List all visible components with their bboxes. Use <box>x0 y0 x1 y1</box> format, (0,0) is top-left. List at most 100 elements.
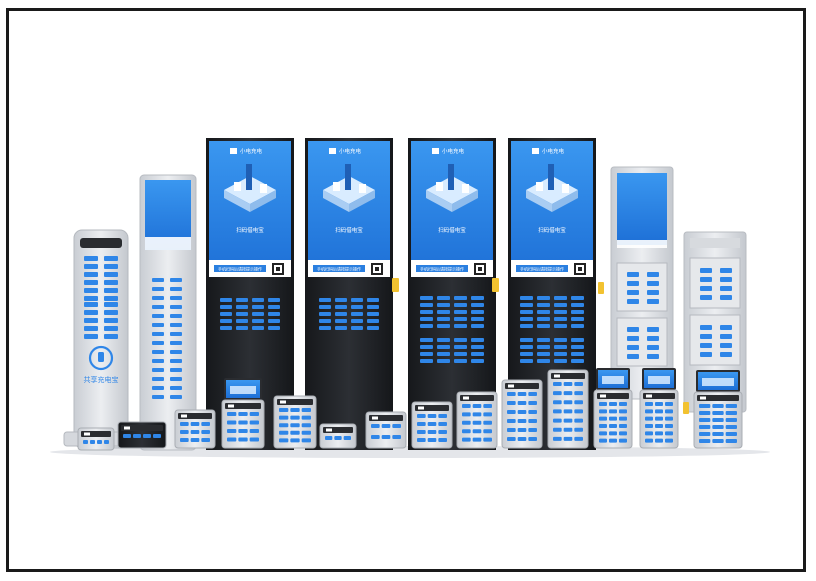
battery-slot <box>619 416 627 421</box>
battery-slot <box>290 408 300 412</box>
battery-slot <box>609 409 617 414</box>
battery-slot <box>152 341 164 345</box>
desktop-charging-station <box>547 369 589 449</box>
battery-slot <box>571 317 584 321</box>
battery-slot <box>152 368 164 372</box>
battery-slot <box>645 402 653 406</box>
battery-slot <box>627 299 639 304</box>
battery-slot <box>520 338 533 342</box>
battery-slot <box>462 404 471 408</box>
battery-slot <box>170 314 182 318</box>
battery-slot <box>571 359 584 363</box>
battery-slot <box>252 319 264 323</box>
battery-slot <box>437 345 450 349</box>
battery-slot <box>520 359 533 363</box>
battery-slot <box>438 430 447 434</box>
screen-logo-icon <box>230 148 237 154</box>
battery-slot <box>420 296 433 300</box>
battery-slot <box>517 392 527 396</box>
battery-slot <box>152 314 164 318</box>
battery-slot <box>712 404 724 408</box>
screen-title-text: 扫码借电宝 <box>335 226 363 234</box>
battery-slot <box>371 424 380 428</box>
battery-slot <box>528 392 537 396</box>
battery-slot <box>571 352 584 356</box>
battery-slot <box>720 277 732 282</box>
battery-slot <box>301 430 311 435</box>
battery-slot <box>454 324 467 328</box>
battery-slot <box>520 324 533 328</box>
battery-slot <box>97 440 102 444</box>
battery-slot <box>537 324 550 328</box>
battery-slot <box>417 430 426 434</box>
battery-slot <box>462 437 471 442</box>
battery-slot <box>437 310 450 314</box>
battery-slot <box>700 343 712 348</box>
desktop-charging-station <box>456 391 498 449</box>
battery-slot <box>236 326 248 330</box>
battery-slot <box>268 312 280 316</box>
battery-slot <box>180 438 189 442</box>
battery-slot <box>471 324 484 328</box>
battery-slot <box>655 424 663 428</box>
battery-slot <box>574 436 583 441</box>
battery-slot <box>84 296 98 301</box>
screen-title-text: 扫码借电宝 <box>236 226 264 234</box>
desktop-charging-station <box>77 427 115 451</box>
battery-slot <box>725 404 737 408</box>
desktop-charging-station <box>501 379 543 449</box>
screen-banner-text: 手机扫码后请按提示操作 <box>317 266 361 272</box>
battery-slot <box>627 354 639 359</box>
battery-slot <box>190 438 200 442</box>
tall-grey-kiosk-left: 共享充电宝 <box>63 229 135 449</box>
battery-slot <box>133 434 141 438</box>
battery-slot <box>381 424 391 428</box>
battery-slot <box>437 303 450 307</box>
battery-slot <box>319 326 331 330</box>
battery-slot <box>238 412 248 416</box>
battery-slot <box>236 312 248 316</box>
battery-slot <box>574 391 583 396</box>
battery-slot <box>90 440 95 444</box>
battery-slot <box>249 412 259 416</box>
battery-slot <box>471 338 484 342</box>
screen-banner <box>214 265 266 272</box>
battery-slot <box>351 326 363 330</box>
battery-slot <box>720 343 732 348</box>
battery-slot <box>437 324 450 328</box>
card-reader <box>492 278 499 292</box>
battery-slot <box>236 298 248 302</box>
battery-slot <box>699 404 711 408</box>
battery-slot <box>152 386 164 390</box>
battery-slot <box>420 352 433 356</box>
battery-slot <box>238 420 248 425</box>
battery-slot <box>655 409 663 414</box>
battery-slot <box>190 430 200 434</box>
battery-slot <box>619 438 627 443</box>
battery-slot <box>238 437 248 442</box>
battery-slot <box>84 326 98 331</box>
battery-slot <box>319 305 331 309</box>
battery-slot <box>712 432 724 436</box>
battery-slot <box>334 436 342 440</box>
battery-slot <box>104 318 118 323</box>
screen-logo-icon <box>329 148 336 154</box>
battery-slot <box>252 326 264 330</box>
screen-header-text: 小电充电 <box>442 147 465 155</box>
battery-slot <box>201 422 210 426</box>
battery-slot <box>152 395 164 399</box>
battery-slot <box>712 439 724 443</box>
battery-slot <box>520 296 533 300</box>
battery-slot <box>483 420 492 425</box>
battery-slot <box>553 400 562 405</box>
battery-slot <box>427 430 437 434</box>
battery-slot <box>700 268 712 273</box>
battery-slot <box>190 422 200 426</box>
battery-slot <box>655 416 663 421</box>
battery-slot <box>83 440 88 444</box>
battery-slot <box>647 336 659 341</box>
battery-slot <box>227 420 237 425</box>
battery-slot <box>700 325 712 330</box>
battery-slot <box>655 402 663 406</box>
battery-slot <box>599 416 607 421</box>
